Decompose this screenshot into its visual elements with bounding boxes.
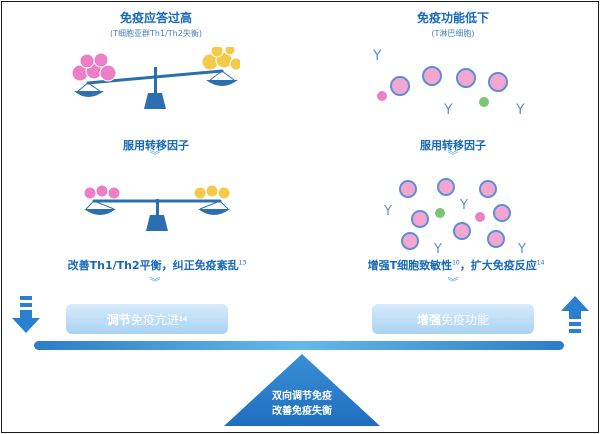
- left-step: 服用转移因子: [123, 139, 189, 152]
- antibodies-sparse: Y Y Y: [372, 48, 525, 118]
- svg-text:Y: Y: [459, 198, 468, 213]
- left-result-text: 改善Th1/Th2平衡，纠正免疫紊乱: [67, 259, 239, 272]
- left-pill-light: 免疫亢进: [130, 312, 179, 327]
- right-pill-strong: 增强: [416, 312, 441, 327]
- antigen-green-2: [435, 208, 445, 218]
- left-scale-balanced: [83, 184, 231, 231]
- right-subtitle: (T淋巴细胞): [431, 29, 475, 38]
- t-cells-sparse: [390, 66, 508, 96]
- left-pill-ref: 14: [178, 315, 188, 323]
- left-chevron-1: ︾: [149, 149, 161, 162]
- antibodies-dense: Y Y Y Y: [384, 198, 526, 255]
- fulcrum-line-2: 改善免疫失衡: [272, 406, 332, 417]
- th1-cells-balanced: [83, 184, 121, 200]
- svg-text:Y: Y: [384, 204, 392, 219]
- left-pill-strong: 调节: [106, 312, 131, 327]
- left-subtitle: (T细胞亚群Th1/Th2失衡): [110, 29, 202, 38]
- left-chevron-2: ︾: [149, 276, 161, 289]
- th1-cells: [71, 52, 117, 82]
- antigen-pink: [377, 91, 387, 101]
- right-result: 增强T细胞致敏性10，扩大免疫反应14: [336, 257, 576, 273]
- left-result-ref: 13: [238, 259, 247, 267]
- antigen-pink-2: [475, 212, 485, 222]
- right-result-ref1: 10: [452, 259, 460, 267]
- balance-beam: [34, 341, 564, 350]
- t-cells-dense: [399, 178, 511, 250]
- svg-text:Y: Y: [517, 242, 526, 255]
- fulcrum-triangle: [224, 354, 380, 426]
- right-chevron-2: ︾: [447, 276, 459, 289]
- left-result: 改善Th1/Th2平衡，纠正免疫紊乱13: [52, 257, 262, 273]
- right-chevron-1: ︾: [447, 149, 459, 162]
- svg-text:Y: Y: [443, 102, 453, 118]
- right-pill: 增强免疫功能: [372, 304, 534, 334]
- right-step: 服用转移因子: [420, 139, 486, 152]
- fulcrum-line-1: 双向调节免疫: [272, 391, 332, 402]
- arrow-up-icon: [561, 296, 589, 333]
- right-result-tail: ，扩大免疫反应: [459, 259, 537, 272]
- svg-text:Y: Y: [433, 242, 442, 255]
- right-t-cells-many: Y Y Y Y: [384, 178, 526, 255]
- right-result-ref2: 14: [536, 259, 545, 267]
- right-title: 免疫功能低下: [416, 11, 489, 25]
- left-title: 免疫应答过高: [119, 11, 192, 25]
- right-result-text: 增强T细胞致敏性: [367, 259, 453, 272]
- right-t-cells-few: Y Y Y: [372, 48, 525, 118]
- arrow-down-icon: [12, 296, 40, 333]
- th2-cells-balanced: [193, 184, 231, 200]
- svg-text:Y: Y: [372, 48, 382, 64]
- left-scale-tilted: [71, 47, 240, 109]
- antigen-green: [479, 97, 489, 107]
- svg-text:Y: Y: [515, 102, 525, 118]
- right-pill-light: 免疫功能: [441, 312, 490, 327]
- th2-cells: [201, 47, 240, 71]
